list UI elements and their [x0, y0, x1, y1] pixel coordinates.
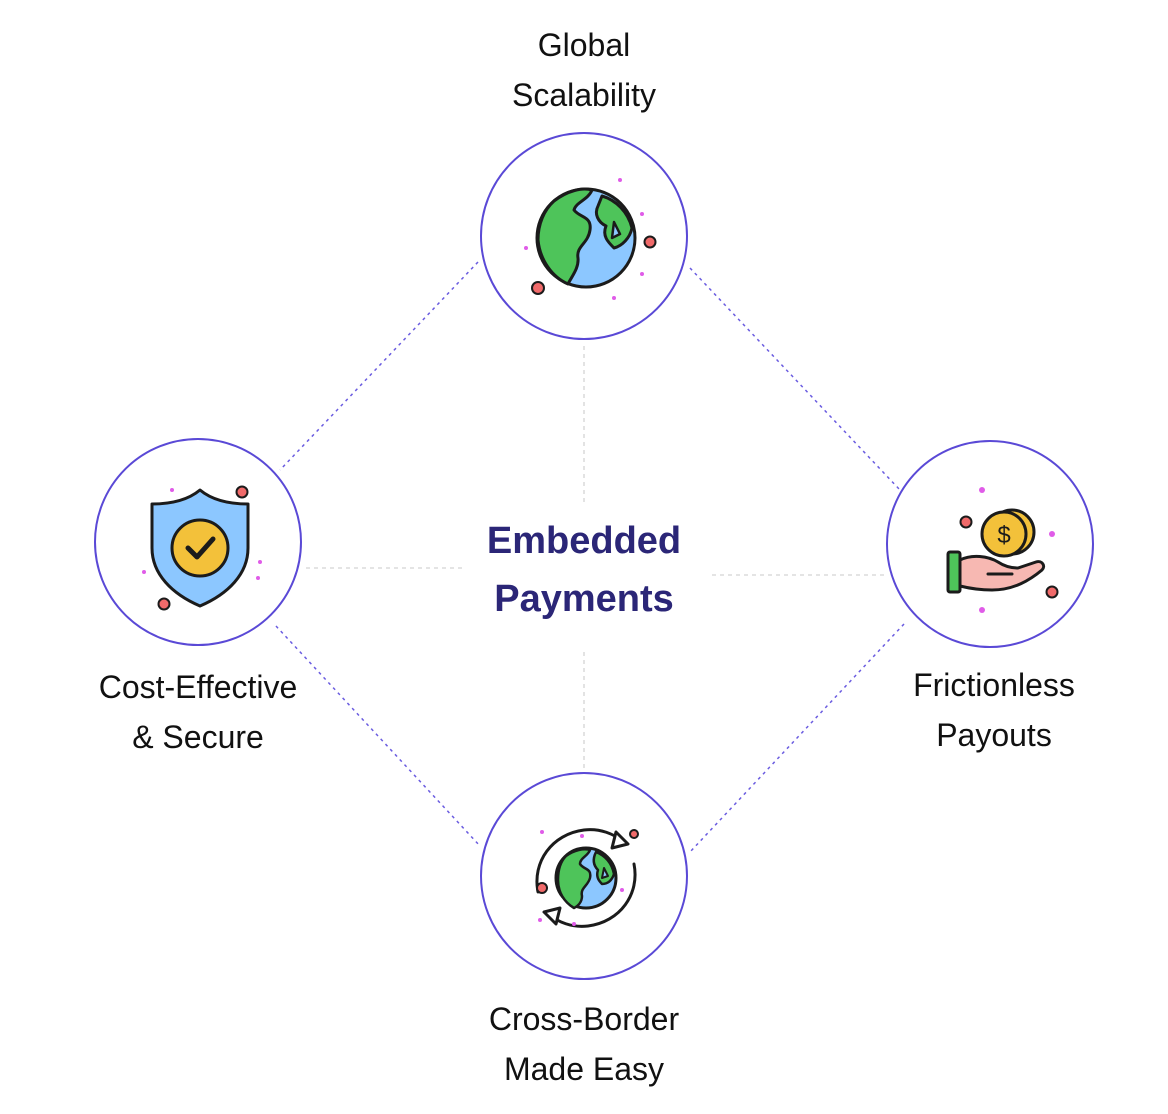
node-left-cost-effective [94, 438, 302, 646]
center-title-line2: Payments [494, 578, 674, 620]
globe-icon [524, 178, 657, 300]
center-title-line1: Embedded [486, 520, 682, 562]
node-bottom-label-line2: Made Easy [503, 1051, 665, 1087]
connector-left-bottom [275, 625, 481, 847]
node-top-label-line2: Scalability [511, 77, 657, 113]
node-bottom-cross-border [480, 772, 688, 980]
connector-top-left [279, 261, 479, 471]
connector-right-bottom [689, 623, 905, 853]
node-bottom-label-line1: Cross-Border [488, 1001, 680, 1037]
node-bottom-label: Cross-Border Made Easy [434, 994, 734, 1094]
connector-top-right [689, 267, 901, 491]
shield-check-icon [142, 485, 262, 611]
node-right-frictionless-payouts: $ [886, 440, 1094, 648]
node-right-label-line1: Frictionless [913, 667, 1075, 703]
svg-text:$: $ [997, 522, 1010, 549]
hand-coin-icon: $ [946, 487, 1059, 613]
node-top-label-line1: Global [537, 27, 631, 63]
node-top-label: Global Scalability [434, 20, 734, 120]
node-right-label: Frictionless Payouts [844, 660, 1144, 760]
node-left-label-line1: Cost-Effective [98, 669, 298, 705]
node-right-label-line2: Payouts [936, 717, 1052, 753]
center-title: Embedded Payments [434, 512, 734, 628]
node-left-label-line2: & Secure [132, 719, 264, 755]
node-left-label: Cost-Effective & Secure [48, 662, 348, 762]
globe-exchange-icon [535, 828, 639, 928]
node-top-global-scalability [480, 132, 688, 340]
